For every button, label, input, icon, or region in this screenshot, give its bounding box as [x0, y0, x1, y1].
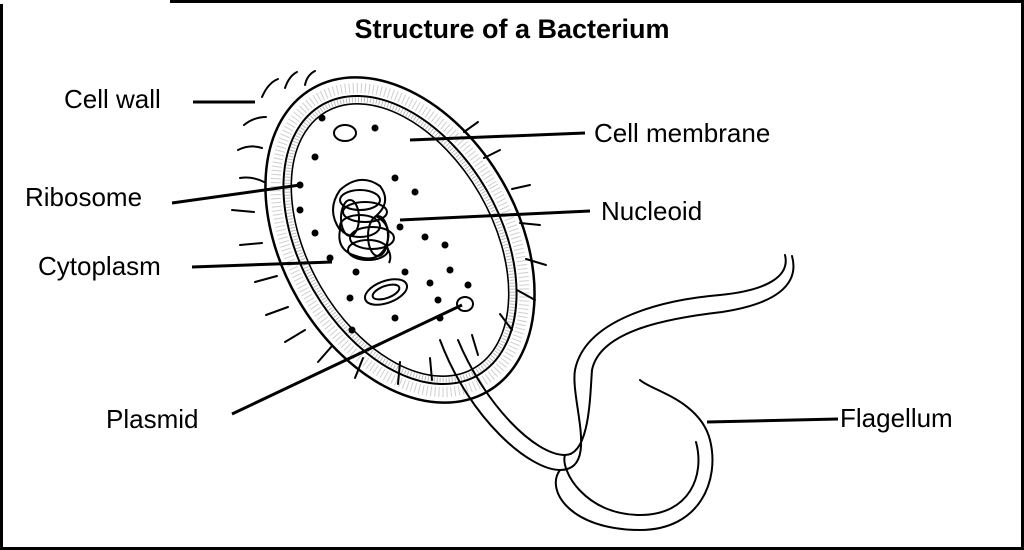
bacterium-cell — [210, 29, 589, 450]
label-cell-membrane: Cell membrane — [594, 118, 770, 149]
label-cytoplasm: Cytoplasm — [38, 251, 161, 282]
label-nucleoid: Nucleoid — [601, 196, 702, 227]
label-cell-wall: Cell wall — [64, 84, 161, 115]
label-plasmid: Plasmid — [106, 404, 198, 435]
flagellum-leader — [707, 419, 838, 422]
label-ribosome: Ribosome — [25, 182, 142, 213]
label-flagellum: Flagellum — [840, 403, 953, 434]
